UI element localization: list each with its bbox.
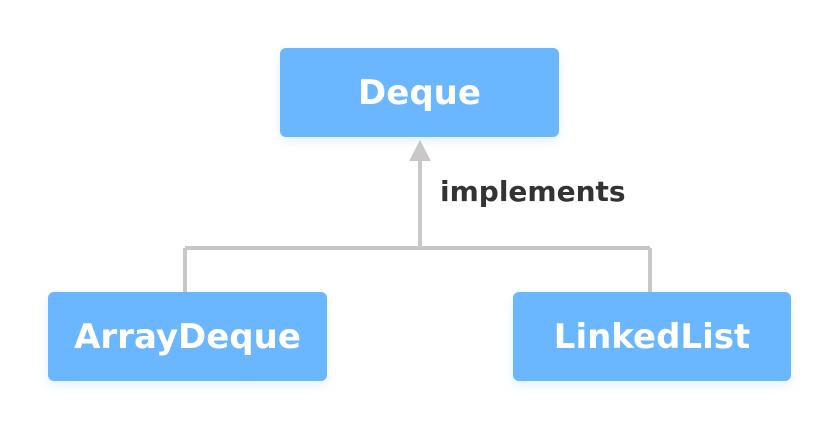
arrowhead-icon [409,140,431,161]
arraydeque-node-label: ArrayDeque [74,316,301,357]
implements-label: implements [440,175,626,208]
arraydeque-node: ArrayDeque [48,292,327,381]
deque-node: Deque [280,48,559,137]
deque-node-label: Deque [358,72,481,113]
linkedlist-node: LinkedList [513,292,791,381]
linkedlist-node-label: LinkedList [553,316,751,357]
